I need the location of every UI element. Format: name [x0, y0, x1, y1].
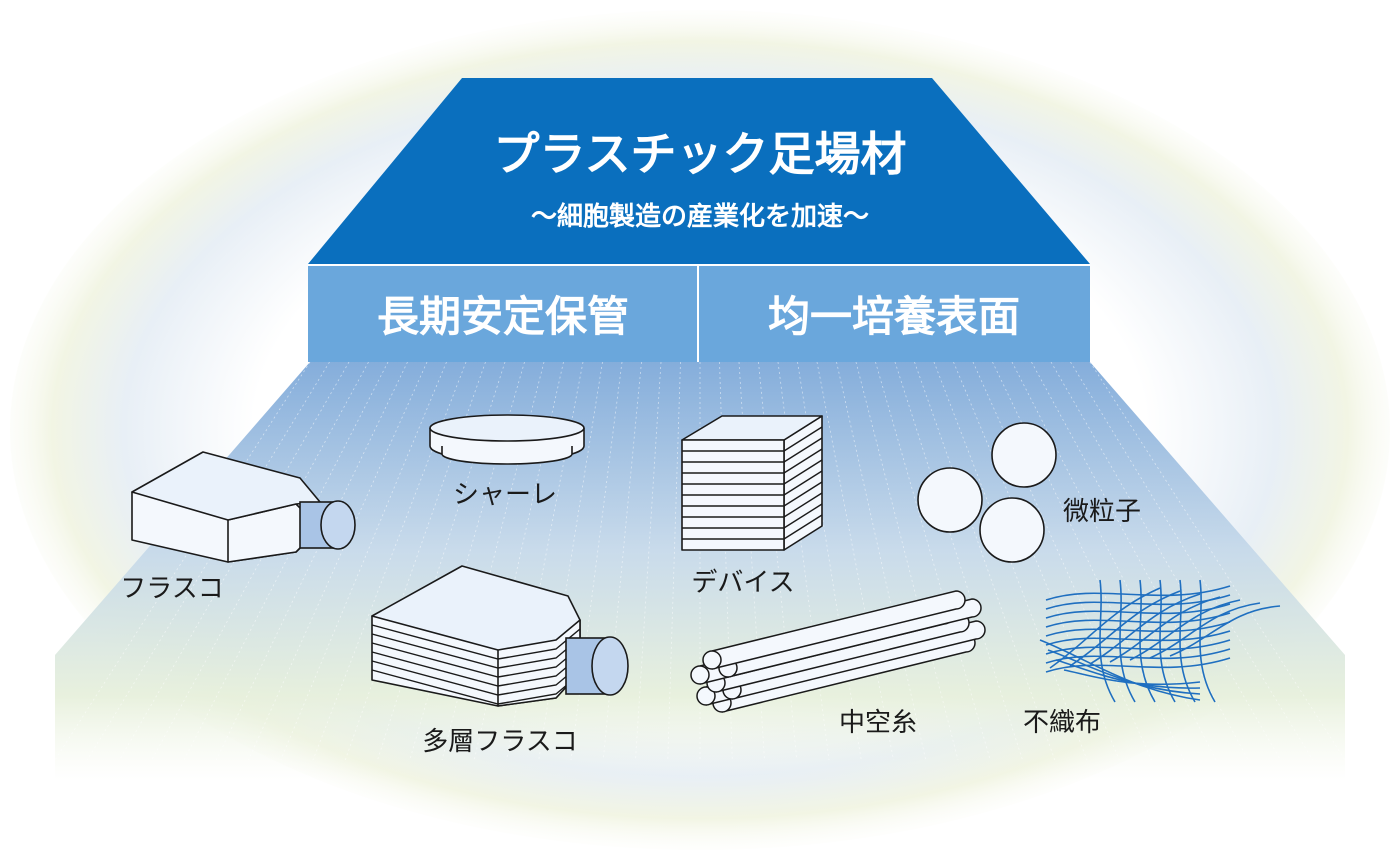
- pillar-uniform-surface: 均一培養表面: [768, 292, 1020, 341]
- label-hollow-fiber: 中空糸: [839, 708, 917, 738]
- roof-subtitle: ～細胞製造の産業化を加速～: [531, 201, 869, 232]
- label-multilayer-flask: 多層フラスコ: [422, 727, 577, 757]
- label-microparticles: 微粒子: [1063, 497, 1141, 527]
- petri-dish-icon: [429, 414, 585, 465]
- hollow-fiber-icon: [690, 590, 986, 713]
- roof-shape: [308, 78, 1090, 264]
- label-petri-dish: シャーレ: [453, 480, 557, 510]
- flask-icon: [131, 451, 356, 563]
- label-device: デバイス: [691, 568, 794, 598]
- roof-title: プラスチック足場材: [493, 127, 906, 181]
- label-flask: フラスコ: [120, 574, 223, 604]
- multilayer-flask-icon: [371, 565, 629, 707]
- roof: プラスチック足場材 ～細胞製造の産業化を加速～: [308, 78, 1090, 264]
- nonwoven-fabric-icon: [1039, 579, 1281, 703]
- pillar-band: 長期安定保管 均一培養表面: [308, 264, 1090, 362]
- pillar-long-term-storage: 長期安定保管: [377, 292, 629, 341]
- microparticles-icon: [917, 422, 1057, 563]
- device-stack-icon: [681, 415, 823, 551]
- label-nonwoven-fabric: 不織布: [1023, 708, 1101, 738]
